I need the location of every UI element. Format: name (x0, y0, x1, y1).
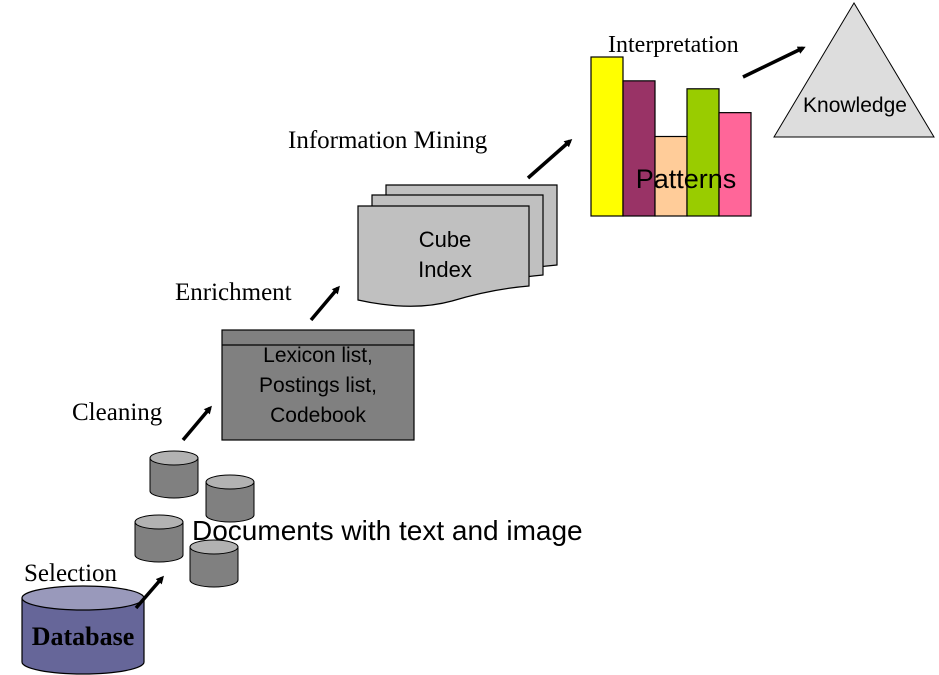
cube-index-pages: Cube Index (357, 184, 558, 307)
knowledge-triangle: Knowledge (773, 2, 935, 138)
cube-line-2: Index (418, 257, 472, 282)
database-body (21, 597, 145, 675)
enrichment-arrow (309, 285, 340, 322)
stage-information-mining-label: Information Mining (288, 127, 488, 154)
cube-line-1: Cube (419, 227, 472, 252)
pattern-bar (718, 112, 752, 217)
patterns-label: Patterns (636, 164, 737, 194)
pattern-bar (622, 80, 656, 217)
information-mining-arrow (526, 139, 573, 180)
database-cylinder: Database (21, 585, 145, 675)
lexicon-line-2: Postings list, (259, 374, 377, 397)
pattern-bar (654, 135, 688, 217)
document-cylinder (134, 514, 184, 563)
database-label: Database (32, 622, 135, 651)
patterns-bars (590, 56, 752, 217)
cleaning-arrow (181, 405, 212, 442)
document-cylinder (149, 450, 199, 499)
stage-selection-label: Selection (24, 560, 118, 587)
lexicon-box: Lexicon list, Postings list, Codebook (221, 329, 415, 441)
pattern-bar (686, 88, 720, 217)
lexicon-line-1: Lexicon list, (263, 344, 373, 367)
stage-cleaning-label: Cleaning (72, 399, 163, 426)
stage-interpretation-label: Interpretation (608, 32, 739, 58)
document-cylinder (205, 474, 255, 523)
documents-cylinders (134, 450, 255, 588)
pattern-bar (590, 56, 624, 217)
lexicon-line-3: Codebook (270, 404, 366, 427)
document-cylinder (189, 539, 239, 588)
database-top (21, 585, 145, 611)
selection-arrow (134, 575, 164, 610)
page-front (357, 205, 530, 307)
documents-label: Documents with text and image (192, 515, 583, 546)
knowledge-label: Knowledge (803, 94, 907, 117)
stage-enrichment-label: Enrichment (175, 279, 292, 306)
interpretation-arrow (742, 46, 806, 79)
